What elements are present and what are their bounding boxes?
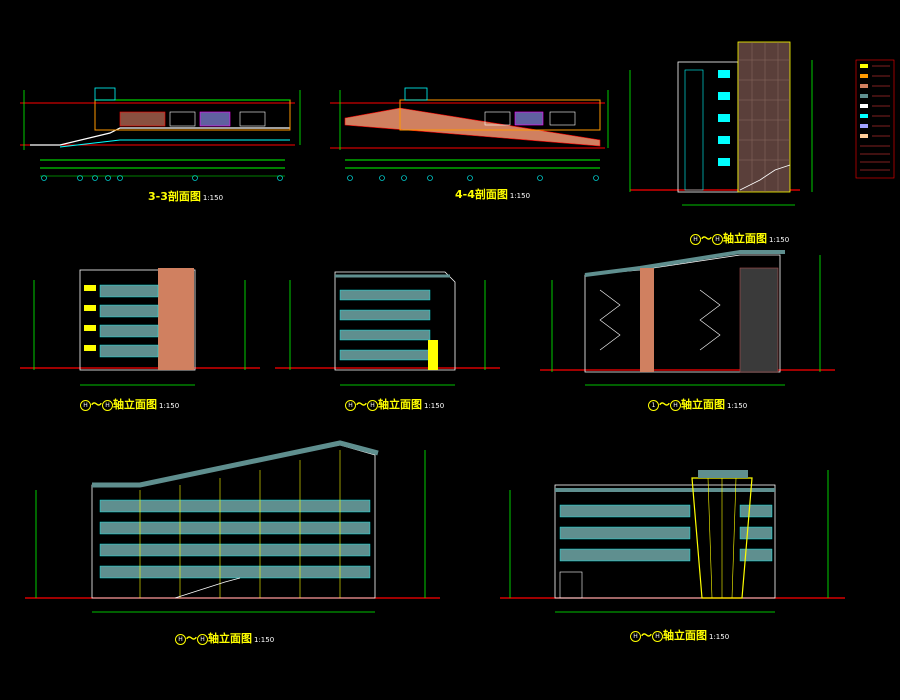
title-main: 轴立面图 bbox=[681, 398, 725, 411]
title-scale: 1:150 bbox=[727, 402, 748, 410]
title-main: 轴立面图 bbox=[723, 232, 767, 245]
title-scale: 1:150 bbox=[424, 402, 445, 410]
axis-bubble-start: H bbox=[80, 399, 91, 411]
title-scale: 1:150 bbox=[202, 194, 224, 202]
title-main: 轴立面图 bbox=[208, 632, 252, 645]
title-scale: 1:150 bbox=[769, 236, 790, 244]
title-scale: 1:150 bbox=[509, 192, 531, 200]
title-main: 轴立面图 bbox=[378, 398, 422, 411]
elevation-row3-1-drawing bbox=[25, 440, 440, 613]
axis-bubble-end: H bbox=[367, 399, 378, 411]
title-scale: 1:150 bbox=[709, 633, 730, 641]
section-3-3-drawing bbox=[20, 87, 301, 181]
title-sep: ～ bbox=[659, 398, 670, 411]
elevation-row2-1-drawing bbox=[20, 268, 260, 386]
title-main: 3-3剖面图 bbox=[148, 190, 201, 203]
axis-bubble-start: H bbox=[630, 630, 641, 642]
axis-bubble-start: 1 bbox=[648, 399, 659, 411]
elevation-row3-2-drawing bbox=[500, 470, 845, 613]
axis-bubble-end: H bbox=[652, 630, 663, 642]
title-scale: 1:150 bbox=[254, 636, 275, 644]
elevation-row2-3-drawing bbox=[540, 250, 835, 386]
title-scale: 1:150 bbox=[159, 402, 180, 410]
axis-bubble-start: H bbox=[175, 633, 186, 645]
title-sep: ～ bbox=[186, 632, 197, 645]
axis-bubble-end: H bbox=[197, 633, 208, 645]
title-main: 轴立面图 bbox=[113, 398, 157, 411]
axis-bubble-start: H bbox=[345, 399, 356, 411]
elevation-tower-drawing bbox=[629, 41, 895, 206]
axis-bubble-end: H bbox=[670, 399, 681, 411]
title-main: 轴立面图 bbox=[663, 629, 707, 642]
section-4-4-drawing bbox=[330, 87, 609, 181]
axis-bubble-start: H bbox=[690, 233, 701, 245]
title-sep: ～ bbox=[356, 398, 367, 411]
axis-bubble-end: H bbox=[102, 399, 113, 411]
title-sep: ～ bbox=[701, 232, 712, 245]
title-sep: ～ bbox=[641, 629, 652, 642]
title-sep: ～ bbox=[91, 398, 102, 411]
title-main: 4-4剖面图 bbox=[455, 188, 508, 201]
axis-bubble-end: H bbox=[712, 233, 723, 245]
elevation-row2-2-drawing bbox=[275, 271, 500, 386]
